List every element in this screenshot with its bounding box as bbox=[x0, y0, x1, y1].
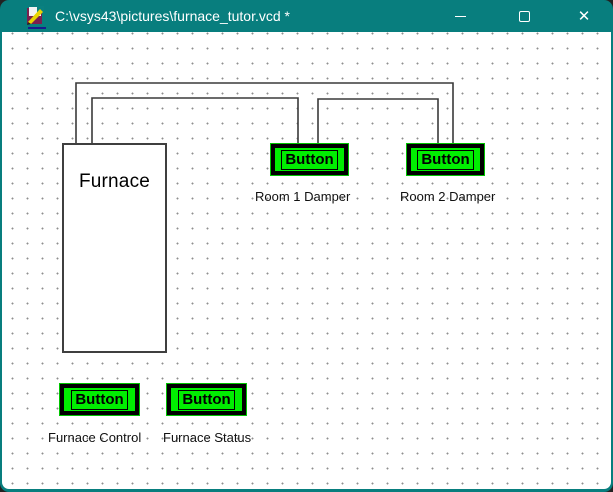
close-icon: ✕ bbox=[577, 7, 591, 25]
furnace-label: Furnace bbox=[78, 171, 151, 192]
room1-damper-button[interactable]: Button bbox=[271, 144, 348, 175]
window-title: C:\vsys43\pictures\furnace_tutor.vcd * bbox=[55, 8, 290, 24]
maximize-icon bbox=[518, 10, 530, 22]
app-icon[interactable] bbox=[26, 6, 46, 29]
wire-furnace-to-room2-damper[interactable] bbox=[75, 82, 454, 145]
room2-damper-button[interactable]: Button bbox=[407, 144, 484, 175]
title-bar[interactable]: C:\vsys43\pictures\furnace_tutor.vcd * ✕ bbox=[0, 0, 613, 32]
wire-furnace-to-room1-damper[interactable] bbox=[91, 97, 299, 145]
button-label: Button bbox=[281, 149, 338, 170]
room1-damper-caption: Room 1 Damper bbox=[255, 189, 351, 204]
furnace-control-button[interactable]: Button bbox=[60, 384, 139, 415]
room2-damper-caption: Room 2 Damper bbox=[400, 189, 496, 204]
maximize-button[interactable] bbox=[502, 1, 546, 31]
button-label: Button bbox=[417, 149, 474, 170]
furnace-control-caption: Furnace Control bbox=[48, 430, 142, 445]
minimize-icon bbox=[454, 15, 466, 17]
wire-room1-to-room2-damper[interactable] bbox=[317, 98, 439, 145]
minimize-button[interactable] bbox=[438, 1, 482, 31]
furnace-status-button[interactable]: Button bbox=[167, 384, 246, 415]
furnace-status-caption: Furnace Status bbox=[163, 430, 252, 445]
button-label: Button bbox=[178, 389, 235, 410]
button-label: Button bbox=[71, 389, 128, 410]
furnace-box[interactable]: Furnace bbox=[62, 143, 167, 353]
close-button[interactable]: ✕ bbox=[562, 1, 606, 31]
